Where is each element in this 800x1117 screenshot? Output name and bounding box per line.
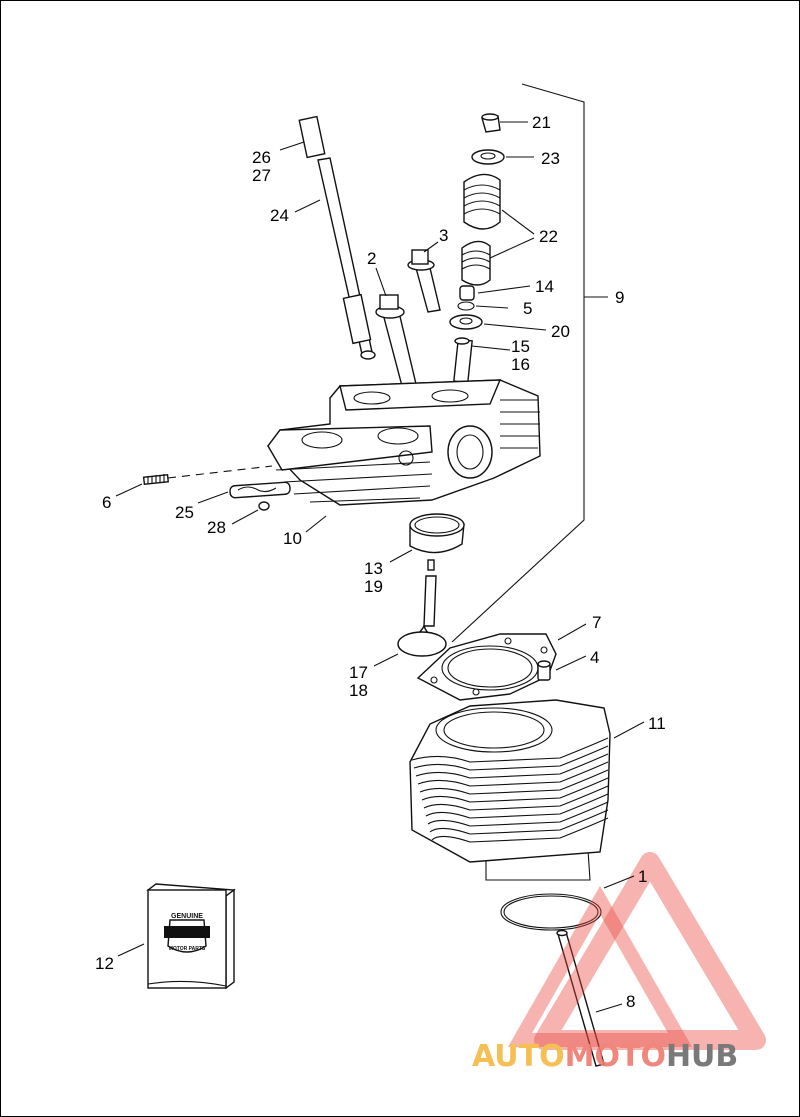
label-27: 27 [252,166,271,185]
label-18: 18 [349,681,368,700]
label-8: 8 [626,992,635,1011]
valve-keeper-21 [481,113,501,133]
bracket-9 [451,83,585,643]
cylinder-fin [431,817,609,843]
insert-6 [142,473,170,486]
label-9: 9 [615,288,624,307]
id-plate-25 [229,481,291,499]
label-7: 7 [592,613,601,632]
cylinder-fin [415,753,609,779]
label-4: 4 [590,648,599,667]
box-logo-bottom: MOTOR PARTS [169,946,206,952]
spring-seat-20 [449,314,483,330]
cylinder-fin [411,737,609,763]
o-ring-1 [500,893,602,931]
cylinder-fin [421,777,609,803]
cylinder-fin [413,745,609,771]
label-5: 5 [523,299,532,318]
box-logo: GENUINE MOTOR PARTS [164,913,210,953]
label-13: 13 [364,559,383,578]
stud-8 [556,929,605,1067]
watermark-part1: AUTO [472,1039,565,1074]
watermark-part2: MOTO [565,1039,666,1074]
label-22: 22 [539,227,558,246]
valve-17 [397,559,447,657]
head-gasket-7 [416,633,557,701]
genuine-parts-box-12: GENUINE MOTOR PARTS [146,883,236,990]
label-23: 23 [541,149,560,168]
label-16: 16 [511,355,530,374]
label-21: 21 [532,113,551,132]
o-ring-5 [457,301,475,311]
spring-retainer-23 [471,149,505,165]
dashed-guide [167,465,273,479]
valve-guide-15 [453,337,473,384]
valve-seat-13 [409,513,465,554]
label-6: 6 [102,493,111,512]
valve-guide-3 [407,249,441,313]
svg-text:AUTOMOTOHUB: AUTOMOTOHUB [472,1039,738,1074]
cylinder-11 [409,699,611,881]
label-14: 14 [535,277,554,296]
label-1: 1 [638,867,647,886]
label-3: 3 [439,226,448,245]
leader-lines [115,121,645,1013]
watermark-part3: HUB [666,1039,738,1074]
cylinder-fin [425,793,609,819]
cylinder-head-10 [267,379,541,506]
cylinder-fin [429,809,609,835]
valve-springs-22 [461,173,501,286]
valve-guide-2 [375,294,417,387]
screw-28 [258,501,270,511]
cylinder-fin [423,785,609,811]
label-2: 2 [367,249,376,268]
cylinder-fin [419,769,609,795]
cylinder-fin [417,761,609,787]
label-26: 26 [252,148,271,167]
label-11: 11 [648,714,666,733]
label-19: 19 [364,577,383,596]
label-28: 28 [207,518,226,537]
valve-seal-14 [459,285,475,301]
dowel-4 [537,660,551,681]
label-10: 10 [283,529,302,548]
label-17: 17 [349,663,368,682]
label-20: 20 [551,322,570,341]
label-24: 24 [270,206,289,225]
box-logo-top: GENUINE [171,913,203,920]
pushrod-tube [298,115,376,360]
label-12: 12 [95,954,114,973]
cylinder-fin [427,801,609,827]
label-15: 15 [511,337,530,356]
watermark-logo: AUTOMOTOHUB [472,852,766,1074]
label-25: 25 [175,503,194,522]
